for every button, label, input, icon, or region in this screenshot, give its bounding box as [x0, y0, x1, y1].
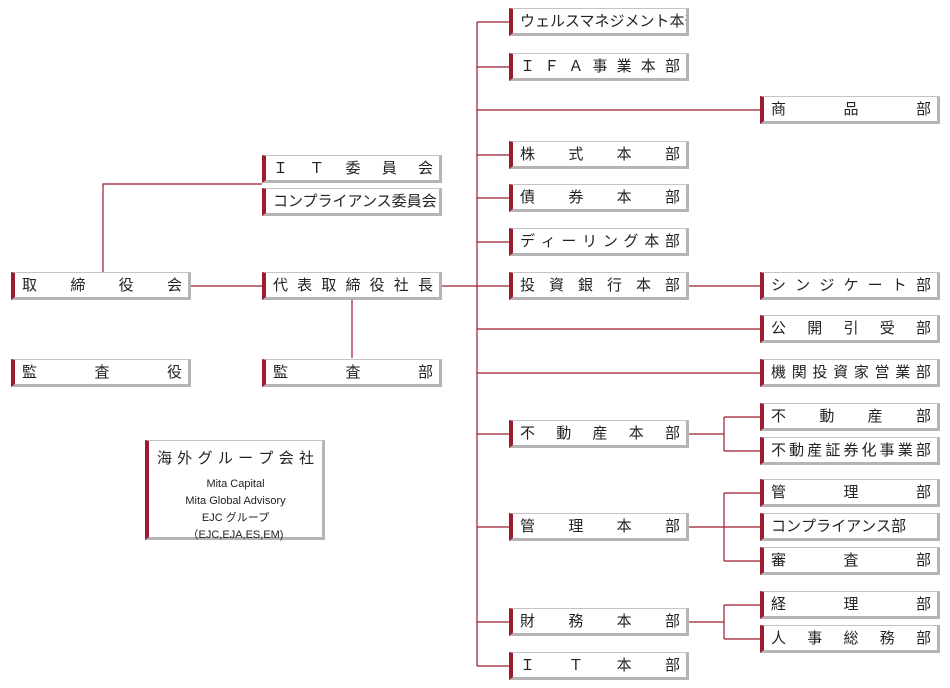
overseas-group-panel: 海外グループ会社 Mita Capital Mita Global Adviso… — [145, 440, 325, 541]
public-offering-dept-box: 公開引受部 — [760, 315, 940, 343]
overseas-company-line: Mita Capital — [206, 478, 265, 490]
finance-division-label: 財務本部 — [520, 611, 680, 630]
overseas-company-line: EJC グループ（EJC,EJA,ES,EM) — [187, 512, 284, 541]
equity-division-label: 株式本部 — [520, 144, 680, 163]
investment-banking-box: 投資銀行本部 — [509, 272, 689, 300]
syndicate-dept-box: シンジケート部 — [760, 272, 940, 300]
institutional-sales-dept-label: 機関投資家営業部 — [771, 362, 931, 381]
compliance-dept-label: コンプライアンス部 — [771, 516, 907, 535]
investment-banking-label: 投資銀行本部 — [520, 275, 680, 294]
real-estate-dept-box: 不動産部 — [760, 403, 940, 431]
hr-general-affairs-dept-label: 人事総務部 — [771, 628, 931, 647]
re-securitization-dept-label: 不動産証券化事業部 — [771, 440, 931, 459]
institutional-sales-dept-box: 機関投資家営業部 — [760, 359, 940, 387]
re-securitization-dept-box: 不動産証券化事業部 — [760, 437, 940, 465]
admin-dept-box: 管理部 — [760, 479, 940, 507]
audit-dept-label: 監査部 — [273, 362, 433, 381]
syndicate-dept-label: シンジケート部 — [771, 275, 931, 294]
review-dept-label: 審査部 — [771, 550, 931, 569]
products-dept-box: 商品部 — [760, 96, 940, 124]
overseas-group-title: 海外グループ会社 — [157, 449, 314, 467]
compliance-dept-box: コンプライアンス部 — [760, 513, 940, 541]
admin-dept-label: 管理部 — [771, 482, 931, 501]
compliance-committee-box: コンプライアンス委員会 — [262, 188, 442, 216]
administration-division-box: 管理本部 — [509, 513, 689, 541]
real-estate-division-label: 不動産本部 — [520, 423, 680, 442]
dealing-division-box: ディーリング本部 — [509, 228, 689, 256]
public-offering-dept-label: 公開引受部 — [771, 318, 931, 337]
bond-division-label: 債券本部 — [520, 187, 680, 206]
president-box: 代表取締役社長 — [262, 272, 442, 300]
audit-dept-box: 監査部 — [262, 359, 442, 387]
wealth-management-box: ウェルスマネジメント本部 — [509, 8, 689, 36]
president-label: 代表取締役社長 — [273, 275, 433, 294]
board-of-directors-label: 取締役会 — [22, 275, 182, 294]
dealing-division-label: ディーリング本部 — [520, 231, 680, 250]
administration-division-label: 管理本部 — [520, 516, 680, 535]
overseas-company-line: Mita Global Advisory — [185, 495, 286, 507]
accounting-dept-label: 経理部 — [771, 594, 931, 613]
accounting-dept-box: 経理部 — [760, 591, 940, 619]
hr-general-affairs-dept-box: 人事総務部 — [760, 625, 940, 653]
review-dept-box: 審査部 — [760, 547, 940, 575]
auditor-box: 監査役 — [11, 359, 191, 387]
bond-division-box: 債券本部 — [509, 184, 689, 212]
finance-division-box: 財務本部 — [509, 608, 689, 636]
real-estate-dept-label: 不動産部 — [771, 406, 931, 425]
equity-division-box: 株式本部 — [509, 141, 689, 169]
board-of-directors-box: 取締役会 — [11, 272, 191, 300]
auditor-label: 監査役 — [22, 362, 182, 381]
products-dept-label: 商品部 — [771, 99, 931, 118]
compliance-committee-label: コンプライアンス委員会 — [273, 191, 437, 210]
wealth-management-label: ウェルスマネジメント本部 — [520, 11, 689, 30]
real-estate-division-box: 不動産本部 — [509, 420, 689, 448]
